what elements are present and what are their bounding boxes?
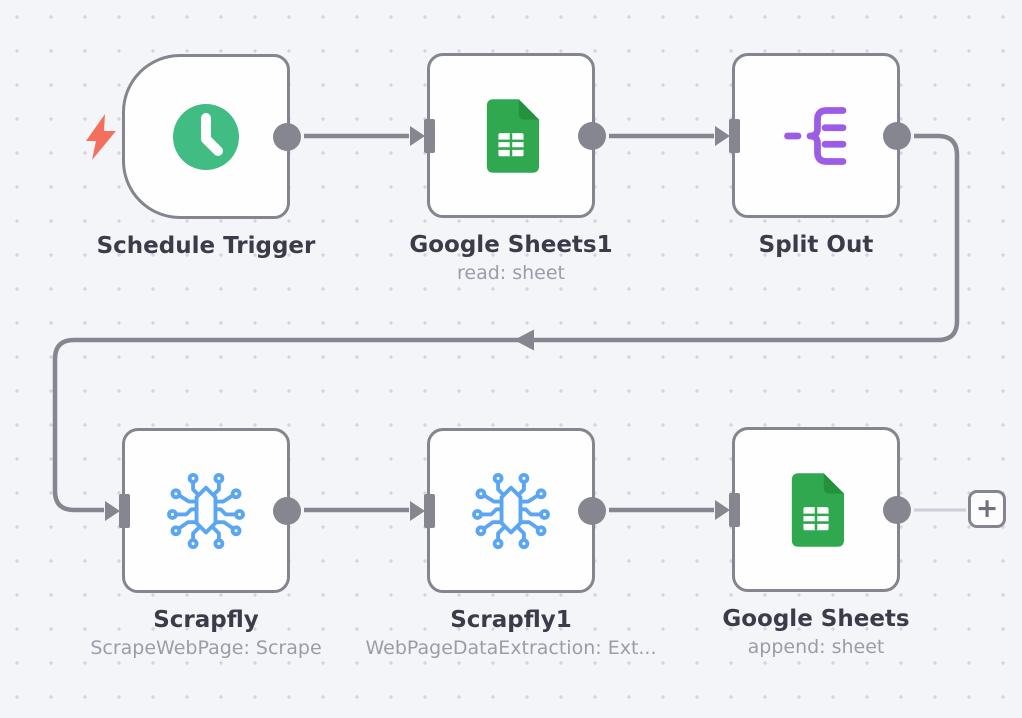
input-arrow	[105, 500, 120, 521]
google-sheets-icon	[486, 98, 540, 173]
google-sheets-box[interactable]	[715, 427, 911, 592]
input-connector[interactable]	[729, 118, 740, 153]
output-connector[interactable]	[273, 496, 301, 525]
connection-splitout-to-scrapfly[interactable]	[52, 133, 960, 513]
output-connector[interactable]	[578, 121, 606, 150]
input-connector[interactable]	[729, 492, 740, 527]
clock-icon	[173, 103, 239, 170]
google-sheets-icon	[791, 472, 845, 547]
output-connector[interactable]	[578, 496, 606, 525]
node-google-sheets[interactable]: Google Sheets append: sheet	[715, 427, 911, 658]
add-node-button[interactable]: +	[968, 490, 1006, 528]
input-connector[interactable]	[119, 493, 130, 528]
input-arrow	[410, 500, 425, 521]
input-connector[interactable]	[424, 493, 435, 528]
input-arrow	[715, 125, 730, 146]
output-connector[interactable]	[883, 495, 911, 524]
lightning-bolt-icon	[86, 114, 116, 160]
scrapfly-box[interactable]	[105, 428, 301, 593]
node-google-sheets1[interactable]: Google Sheets1 read: sheet	[409, 53, 613, 284]
google-sheets1-box[interactable]	[410, 53, 606, 218]
scrapfly-icon	[167, 472, 245, 549]
output-connector[interactable]	[273, 122, 301, 151]
input-connector[interactable]	[424, 118, 435, 153]
node-split-out[interactable]: Split Out	[715, 53, 911, 258]
node-schedule-trigger[interactable]: Schedule Trigger	[86, 54, 315, 259]
input-arrow	[410, 125, 425, 146]
split-out-icon	[784, 106, 847, 165]
scrapfly1-box[interactable]	[410, 428, 606, 593]
plus-icon: +	[975, 492, 999, 524]
connection-direction-arrow	[514, 329, 534, 351]
output-connector[interactable]	[883, 121, 911, 150]
node-scrapfly1[interactable]: Scrapfly1 WebPageDataExtraction: Ext...	[365, 428, 657, 659]
node-scrapfly[interactable]: Scrapfly ScrapeWebPage: Scrape	[90, 428, 322, 659]
schedule-trigger-box[interactable]	[122, 54, 301, 219]
scrapfly-icon	[472, 472, 550, 549]
split-out-box[interactable]	[715, 53, 911, 218]
input-arrow	[715, 499, 730, 520]
